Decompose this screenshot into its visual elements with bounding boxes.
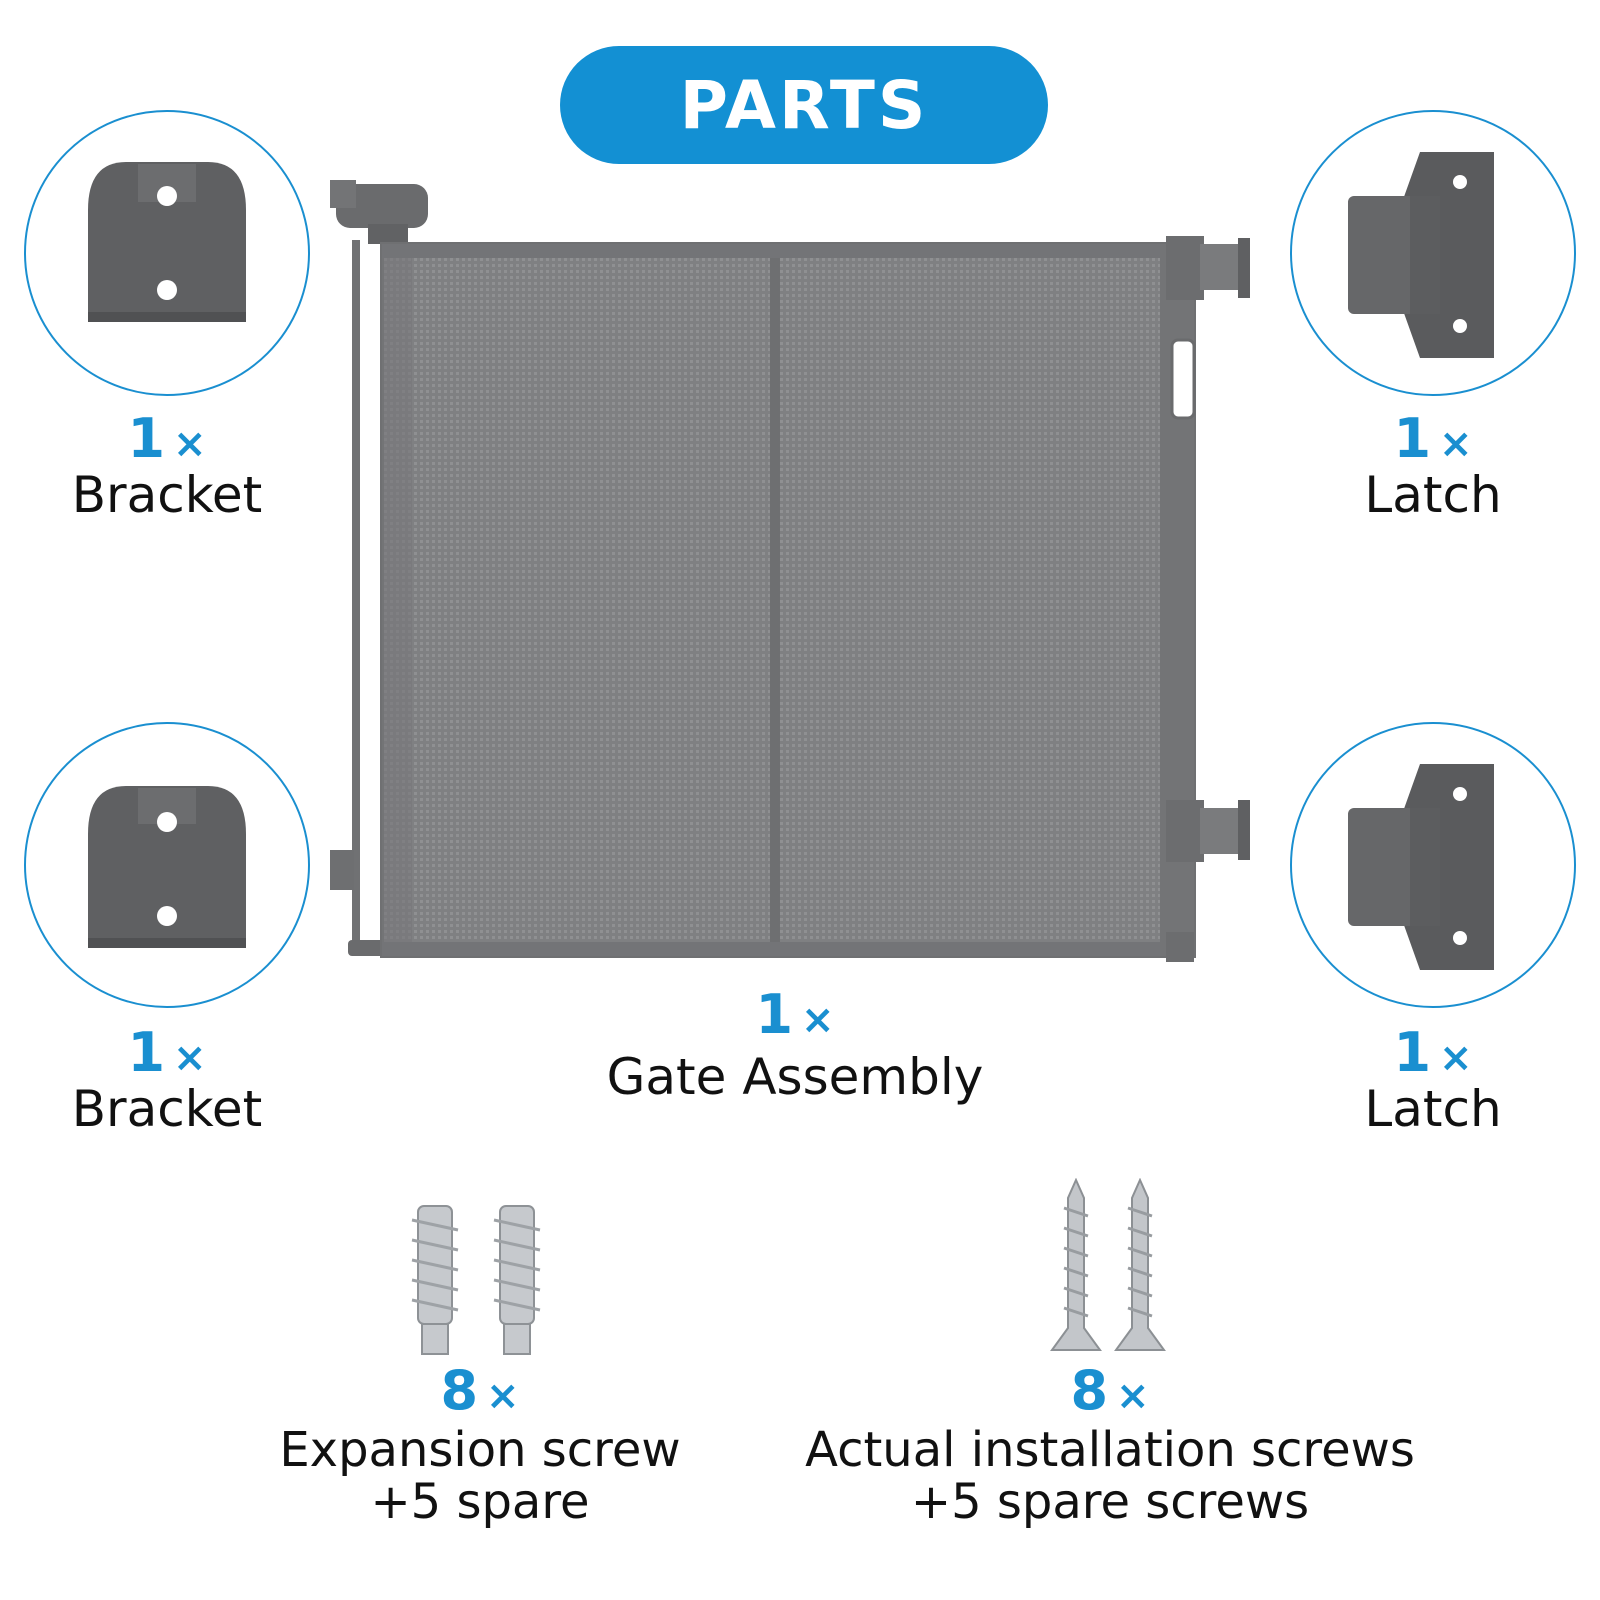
latch-icon [1348, 152, 1494, 358]
installation-screw-icon [1050, 1178, 1166, 1351]
bracket-bottom-label: Bracket [71, 1080, 263, 1138]
bracket-bottom-quantity: 1× [127, 1021, 207, 1084]
bracket-bottom-image-circle [24, 722, 310, 1008]
gate-quantity: 1× [755, 983, 835, 1046]
parts-title-badge: PARTS [560, 46, 1048, 164]
bracket-top-label: Bracket [71, 466, 263, 524]
installation-screw-spare-label: +5 spare screws [910, 1474, 1310, 1530]
page-title: PARTS [679, 66, 929, 144]
expansion-screw-label: Expansion screw [279, 1422, 681, 1478]
bracket-top-image-circle [24, 110, 310, 396]
latch-bottom-image-circle [1290, 722, 1576, 1008]
gate-label: Gate Assembly [606, 1048, 984, 1106]
installation-screw-image [1044, 1178, 1174, 1368]
latch-bottom-label: Latch [1364, 1080, 1502, 1138]
expansion-screw-image [400, 1200, 560, 1360]
bracket-icon [88, 162, 246, 322]
latch-bottom-quantity: 1× [1393, 1021, 1473, 1084]
bracket-icon [88, 786, 246, 948]
installation-screw-quantity: 8× [1070, 1359, 1150, 1422]
expansion-screw-icon [411, 1205, 541, 1355]
expansion-screw-spare-label: +5 spare [370, 1474, 590, 1530]
gate-assembly-image [330, 180, 1280, 1000]
latch-top-label: Latch [1364, 466, 1502, 524]
installation-screw-label: Actual installation screws [805, 1422, 1415, 1478]
latch-top-image-circle [1290, 110, 1576, 396]
latch-icon [1348, 764, 1494, 970]
expansion-screw-quantity: 8× [440, 1359, 520, 1422]
bracket-top-quantity: 1× [127, 407, 207, 470]
latch-top-quantity: 1× [1393, 407, 1473, 470]
gate-assembly-icon [330, 180, 1250, 962]
